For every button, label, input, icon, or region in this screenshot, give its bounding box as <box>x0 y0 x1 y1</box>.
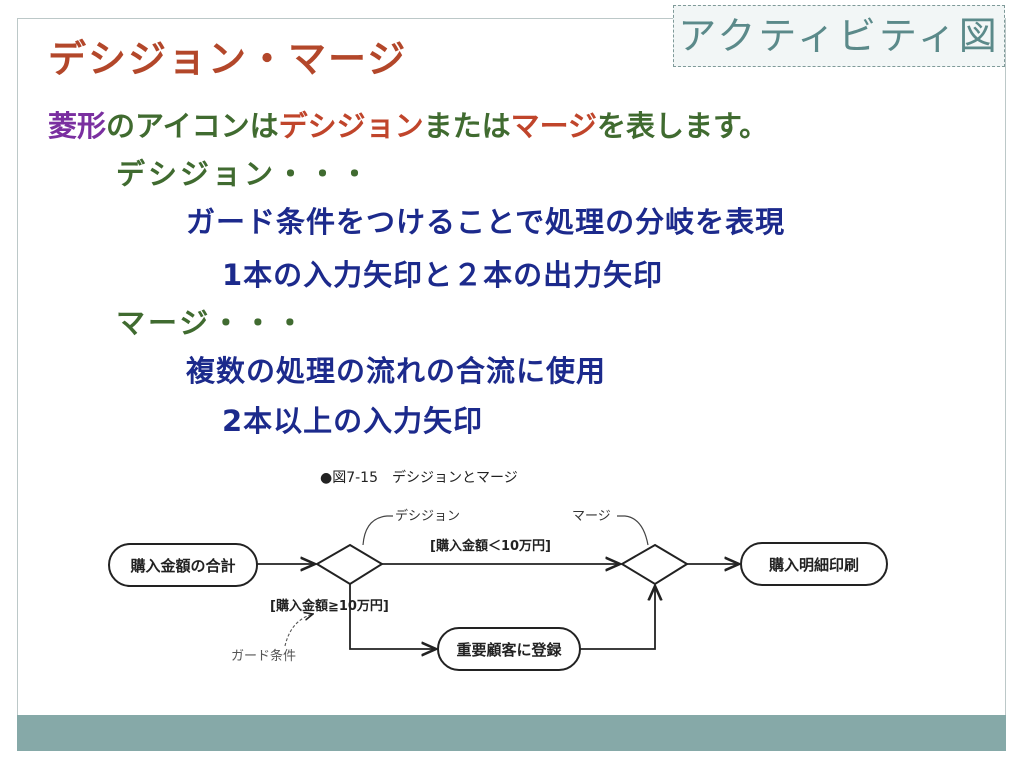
merge-diamond <box>620 543 689 586</box>
activity-diagram-figure: ●図7-15 デシジョンとマージ 購入金額の合計 購入明細印刷 重要顧客に登録 … <box>95 460 915 700</box>
activity-diagram-svg: ●図7-15 デシジョンとマージ 購入金額の合計 購入明細印刷 重要顧客に登録 … <box>108 469 888 671</box>
merge-arrow-rule: 2本以上の入力矢印 <box>222 404 484 438</box>
slide-title: デシジョン・マージ <box>48 37 408 81</box>
intro-diamond-term: 菱形 <box>48 109 107 143</box>
intro-line: 菱形のアイコンはデシジョンまたはマージを表します。 <box>48 103 768 145</box>
guard-label-greater-equal: [購入金額≧10万円] <box>270 598 389 614</box>
merge-description: 複数の処理の流れの合流に使用 <box>186 354 607 388</box>
node-register-label: 重要顧客に登録 <box>456 641 562 659</box>
node-print-label: 購入明細印刷 <box>768 556 859 574</box>
callout-merge-line <box>617 515 649 546</box>
node-print-box <box>740 542 888 586</box>
footer-bar <box>17 715 1006 751</box>
node-start-box <box>108 543 258 587</box>
guard-label-less: [購入金額＜10万円] <box>430 538 551 554</box>
merge-heading: マージ・・・ <box>116 306 308 340</box>
decision-description: ガード条件をつけることで処理の分岐を表現 <box>186 205 786 239</box>
intro-text-3: を表します。 <box>597 109 769 143</box>
decision-heading: デシジョン・・・ <box>116 157 373 191</box>
callout-guard-line <box>284 614 313 647</box>
intro-text-1: のアイコンは <box>106 109 279 143</box>
callout-decision-line <box>362 515 393 546</box>
decision-diamond <box>315 543 384 586</box>
node-start-label: 購入金額の合計 <box>129 557 235 575</box>
callout-merge-label: マージ <box>572 509 611 524</box>
decision-arrow-rule: 1本の入力矢印と２本の出力矢印 <box>222 258 664 292</box>
intro-text-2: または <box>423 109 511 143</box>
callout-decision-label: デシジョン <box>395 508 460 524</box>
intro-decision-term: デシジョン <box>278 109 424 143</box>
section-badge: アクティビティ図 <box>673 5 1005 67</box>
figure-caption: ●図7-15 デシジョンとマージ <box>320 469 518 486</box>
callout-guard-label: ガード条件 <box>231 648 296 664</box>
edge-register-to-merge <box>580 586 655 650</box>
edge-decision-to-register <box>349 584 436 649</box>
intro-merge-term: マージ <box>510 109 598 143</box>
